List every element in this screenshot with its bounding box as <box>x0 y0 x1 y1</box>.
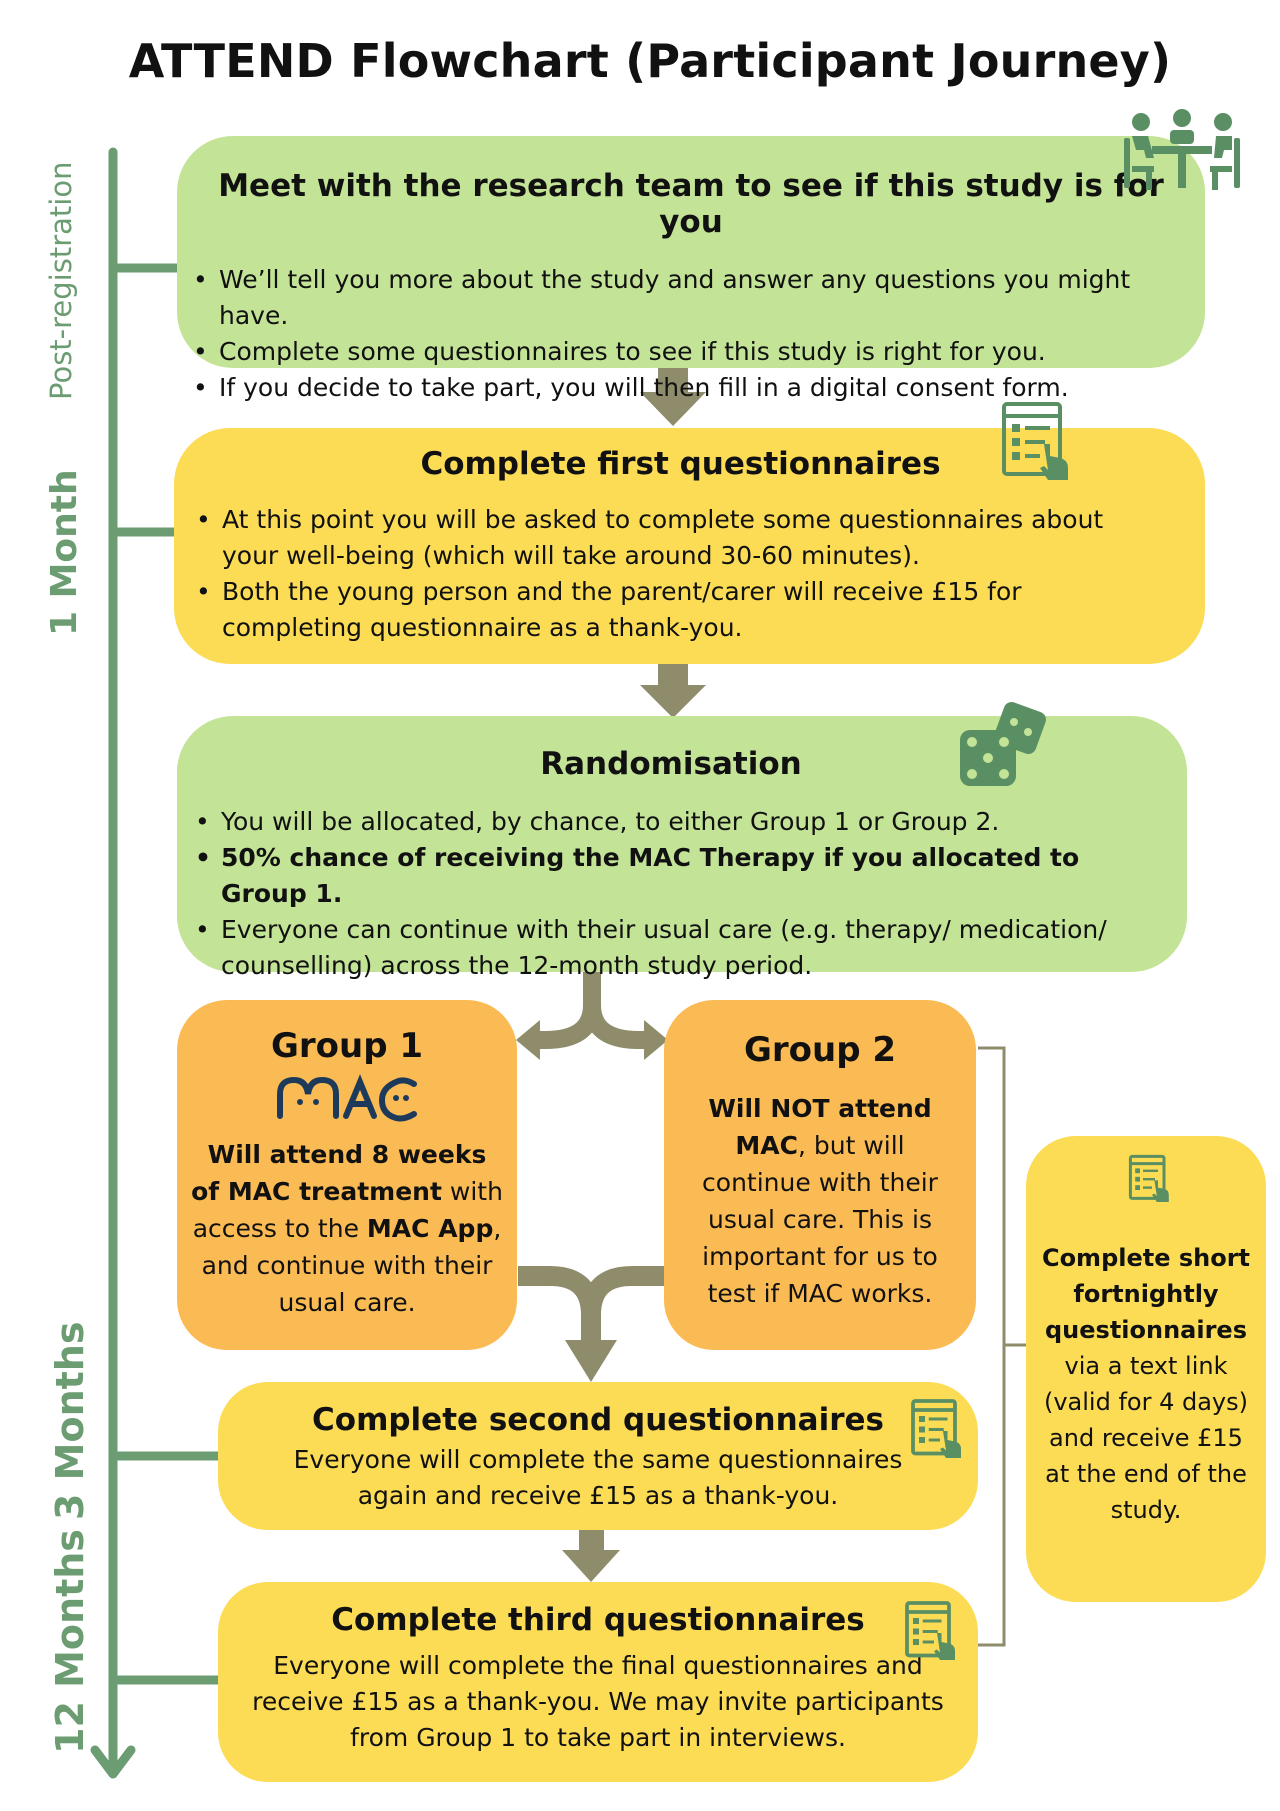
checklist-icon <box>905 1601 955 1660</box>
step5-heading: Complete third questionnaires <box>331 1602 865 1638</box>
side-text: Complete short fortnightly questionnaire… <box>1040 1240 1252 1528</box>
step2-bullet: At this point you will be asked to compl… <box>196 502 1165 574</box>
checklist-icon <box>911 1399 961 1458</box>
step1-bullet: If you decide to take part, you will the… <box>193 370 1189 406</box>
split-arrow-left-head <box>516 1020 540 1060</box>
meeting-icon <box>1124 109 1240 190</box>
side-text-bold: Complete short fortnightly questionnaire… <box>1041 1244 1251 1344</box>
timeline-arrowhead <box>90 1745 136 1779</box>
step3-bullet: You will be allocated, by chance, to eit… <box>195 804 1147 840</box>
group1-text-bold2: MAC App <box>366 1214 494 1243</box>
step2-bullets: At this point you will be asked to compl… <box>196 502 1165 646</box>
step3-bullet-bold: 50% chance of receiving the MAC Therapy … <box>195 840 1147 912</box>
dice-icon <box>960 702 1046 786</box>
step4-heading: Complete second questionnaires <box>312 1402 884 1438</box>
step-meet-research-team: Meet with the research team to see if th… <box>177 136 1205 406</box>
step3-heading: Randomisation <box>540 746 802 782</box>
checklist-icon <box>1128 1154 1169 1202</box>
group1-text2: , and continue with their usual care. <box>201 1214 502 1317</box>
step3-bullets: You will be allocated, by chance, to eit… <box>195 804 1147 984</box>
group1-description: Will attend 8 weeks of MAC treatment wit… <box>191 1136 503 1321</box>
timeline-label-1-month: 1 Month <box>44 469 85 636</box>
side-text-normal: via a text link (valid for 4 days) and r… <box>1043 1352 1248 1524</box>
timeline-label-3-months: 3 Months <box>48 1321 92 1520</box>
group1-text-bold1: Will attend 8 weeks of MAC treatment <box>191 1140 487 1206</box>
step-third-questionnaires: Complete third questionnaires Everyone w… <box>218 1582 978 1782</box>
step2-heading: Complete first questionnaires <box>420 446 941 482</box>
merge-arrow <box>518 1266 664 1345</box>
step1-bullets: We’ll tell you more about the study and … <box>193 262 1189 406</box>
side-bracket <box>978 1046 1026 1647</box>
step1-bullet: We’ll tell you more about the study and … <box>193 262 1189 334</box>
step1-heading: Meet with the research team to see if th… <box>218 168 1164 240</box>
step3-bullet: Everyone can continue with their usual c… <box>195 912 1147 984</box>
step-first-questionnaires: Complete first questionnaires At this po… <box>174 428 1205 664</box>
split-arrow-right-head <box>644 1020 668 1060</box>
timeline-label-12-months: 12 Months <box>48 1529 92 1754</box>
arrow-step4-step5 <box>562 1530 620 1582</box>
step-randomisation: Randomisation You will be allocated, by … <box>177 716 1187 980</box>
side-fortnightly-questionnaires: Complete short fortnightly questionnaire… <box>1026 1136 1266 1602</box>
group-2-box: Group 2 Will NOT attend MAC, but will co… <box>664 1000 976 1350</box>
timeline-label-post-registration: Post-registration <box>44 161 78 400</box>
mac-logo-icon <box>277 1074 417 1122</box>
mac-logo <box>191 1072 503 1130</box>
arrow-step2-step3 <box>640 664 706 718</box>
split-arrow <box>530 972 654 1049</box>
group2-text1: , but will continue with their usual car… <box>702 1131 938 1308</box>
group-1-box: Group 1 Will attend 8 weeks of MAC treat… <box>177 1000 517 1350</box>
step4-text: Everyone will complete the same question… <box>293 1445 903 1510</box>
checklist-icon <box>1002 402 1068 480</box>
group2-description: Will NOT attend MAC, but will continue w… <box>684 1090 956 1312</box>
step-second-questionnaires: Complete second questionnaires Everyone … <box>218 1382 978 1530</box>
group2-heading: Group 2 <box>743 1030 897 1070</box>
step1-bullet: Complete some questionnaires to see if t… <box>193 334 1189 370</box>
step2-bullet: Both the young person and the parent/car… <box>196 574 1165 646</box>
page-title: ATTEND Flowchart (Participant Journey) <box>128 34 1172 88</box>
group2-text-bold1: Will NOT attend MAC <box>708 1094 932 1160</box>
group1-text1: with access to the <box>192 1177 503 1243</box>
step5-text: Everyone will complete the final questio… <box>252 1651 944 1752</box>
group1-heading: Group 1 <box>270 1026 424 1066</box>
merge-arrow-head <box>565 1340 617 1382</box>
